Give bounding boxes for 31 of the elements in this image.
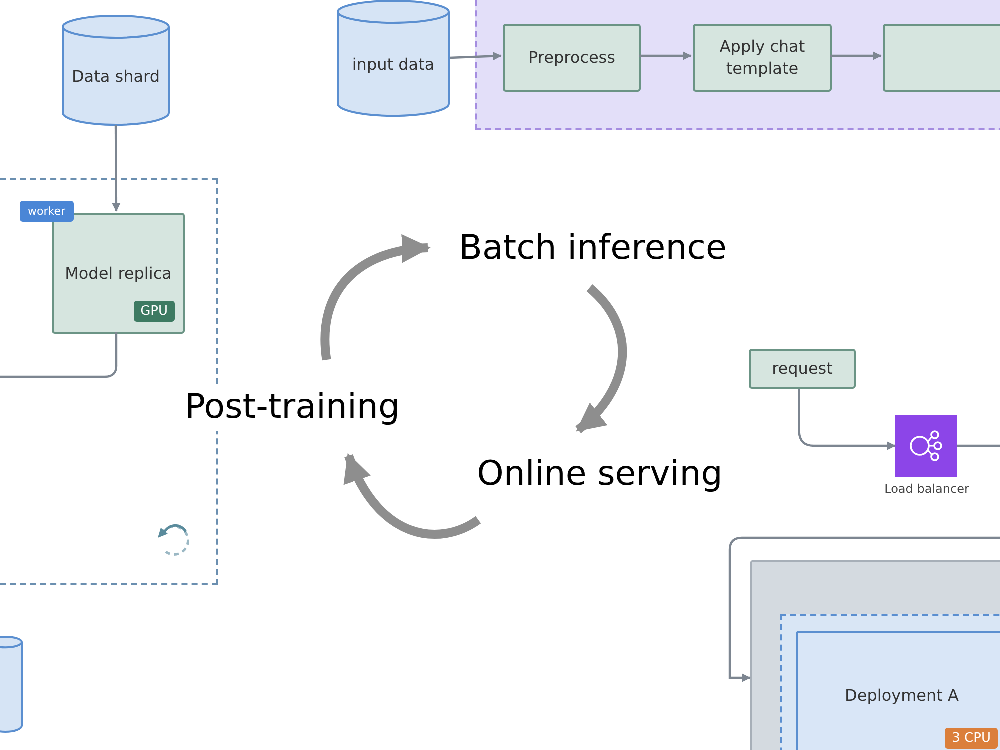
curved-arrow (344, 453, 481, 539)
cpu-badge: 3 CPU (945, 728, 998, 749)
node-label: Model replica (64, 262, 173, 284)
connector-arrow (450, 52, 502, 61)
node-label: input data (351, 54, 436, 76)
stage-label: Online serving (477, 453, 723, 496)
connector-arrow (639, 52, 692, 60)
gpu-badge: GPU (134, 301, 175, 322)
curved-arrow (320, 236, 431, 360)
connector-arrow (830, 52, 882, 60)
node-label: Apply chat template (718, 36, 806, 80)
replica-box (780, 614, 1000, 750)
node-label: Deployment A (844, 685, 960, 707)
icon-caption: Load balancer (884, 482, 970, 496)
load-balancer-icon (895, 415, 957, 477)
node-label: Preprocess (528, 47, 616, 69)
deployment-box (796, 631, 1000, 750)
node-label: Data shard (70, 66, 162, 88)
node-label: request (771, 358, 834, 380)
connector-arrow (112, 125, 121, 212)
process-box (749, 349, 856, 389)
worker-tag: worker (20, 201, 74, 222)
connector-arrow (798, 389, 896, 450)
process-box (503, 24, 641, 92)
process-box (693, 24, 832, 92)
curved-arrow (575, 284, 627, 434)
stage-label: Batch inference (459, 227, 727, 270)
process-box (883, 24, 1000, 92)
pipeline-group (475, 0, 1000, 130)
connector-arrow (728, 536, 1000, 682)
cluster-panel (750, 560, 1000, 750)
